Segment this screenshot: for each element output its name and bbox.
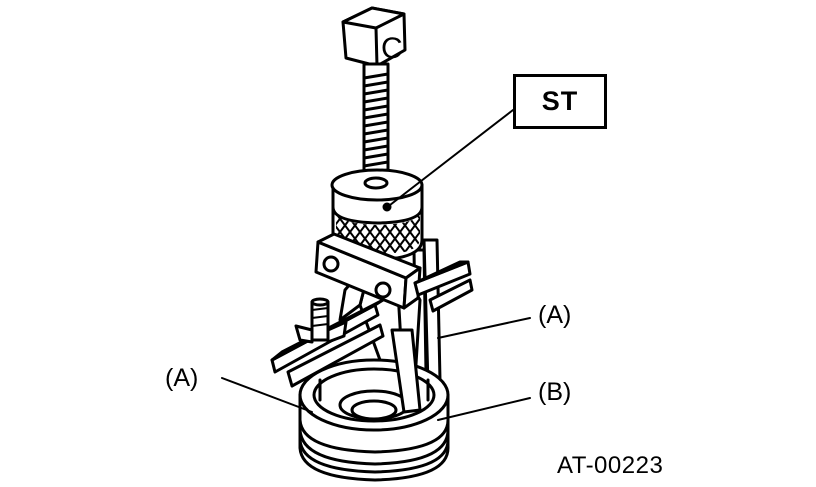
label-b: (B) — [538, 378, 572, 406]
drum-part-b — [298, 358, 450, 482]
wing-bolt — [294, 297, 348, 344]
screw-hex-head: C — [341, 6, 407, 68]
bolt-mark-letter: C — [381, 32, 403, 65]
label-a-right: (A) — [538, 301, 572, 329]
right-jaw — [390, 328, 422, 414]
st-label-box: ST — [513, 74, 607, 129]
cross-bar — [314, 232, 422, 310]
st-label: ST — [541, 86, 579, 116]
leader-lines — [221, 109, 531, 421]
figure-id: AT-00223 — [557, 452, 664, 479]
label-a-left: (A) — [165, 364, 199, 392]
